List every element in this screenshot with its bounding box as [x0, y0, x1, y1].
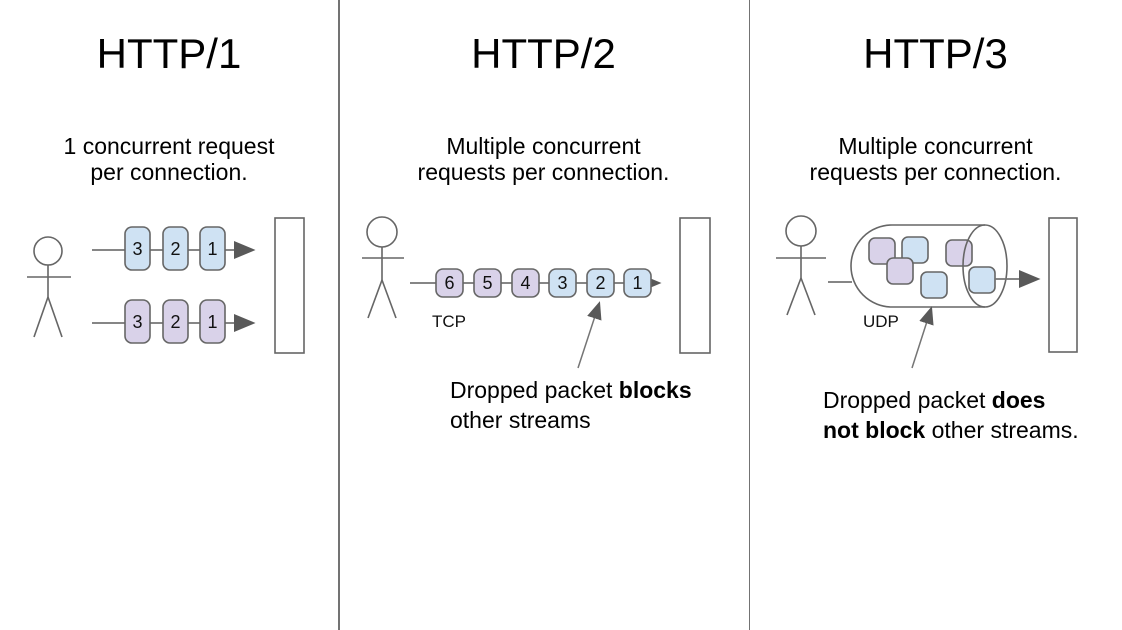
packet-box-purple: [945, 239, 973, 267]
packet-label: 2: [170, 312, 180, 332]
http1-stream2-packets: 3 2 1: [124, 299, 226, 344]
column-divider-2: [748, 0, 750, 630]
http1-diagram: 3 2 1 3 2 1: [27, 217, 305, 354]
http2-server-box: [679, 217, 711, 354]
http3-client-figure: [776, 215, 826, 316]
figure-leg-right: [381, 279, 397, 319]
http1-stream1-packets: 3 2 1: [124, 226, 226, 271]
http3-subtitle-line1: Multiple concurrent: [838, 133, 1033, 159]
http2-column: HTTP/2 Multiple concurrent requests per …: [338, 0, 749, 630]
packet-label: 3: [132, 239, 142, 259]
packet-label: 1: [207, 312, 217, 332]
http1-server-box: [274, 217, 305, 354]
http1-subtitle-line2: per connection.: [90, 159, 248, 185]
packet-box-dropped: [920, 271, 948, 299]
figure-leg-left: [33, 296, 49, 338]
http3-diagram: UDP: [776, 215, 1078, 369]
http2-callout-arrow: [577, 301, 602, 369]
http2-annotation: Dropped packet blocks other streams: [450, 375, 692, 435]
column-divider-1: [338, 0, 340, 630]
figure-leg-left: [786, 277, 802, 316]
figure-head: [33, 236, 63, 266]
packet-box: [435, 268, 464, 298]
packet-box: [162, 299, 189, 344]
packet-box: [623, 268, 652, 298]
http3-annotation-line1: Dropped packet does: [823, 387, 1046, 413]
packet-label: 1: [207, 239, 217, 259]
packet-box-blue: [901, 236, 929, 264]
packet-box: [124, 299, 151, 344]
packet-label: 4: [520, 273, 530, 293]
http2-subtitle: Multiple concurrent requests per connect…: [338, 133, 749, 185]
figure-head: [785, 215, 817, 247]
http3-server-box: [1048, 217, 1078, 353]
http2-packets: 6 5 4 3 2 1: [435, 268, 652, 298]
packet-box: [511, 268, 540, 298]
packet-label: 6: [444, 273, 454, 293]
http2-client-figure: [362, 216, 404, 319]
http3-title: HTTP/3: [863, 30, 1008, 77]
tube-end-ellipse: [962, 224, 1008, 308]
http3-annotation: Dropped packet does not block other stre…: [823, 385, 1079, 445]
packet-box: [162, 226, 189, 271]
packet-box: [199, 299, 226, 344]
http3-subtitle-line2: requests per connection.: [809, 159, 1062, 185]
http1-client-figure: [27, 236, 71, 338]
packet-label: 5: [482, 273, 492, 293]
http2-title: HTTP/2: [471, 30, 616, 77]
http3-protocol-label: UDP: [863, 312, 899, 331]
packet-box-exiting: [968, 266, 996, 294]
packet-label: 2: [170, 239, 180, 259]
packet-box-dropped: [586, 268, 615, 298]
http1-subtitle-line1: 1 concurrent request: [63, 133, 275, 159]
http3-udp-tube: [850, 224, 985, 308]
packet-box: [199, 226, 226, 271]
packet-label: 3: [132, 312, 142, 332]
packet-label: 3: [557, 273, 567, 293]
http2-subtitle-line2: requests per connection.: [417, 159, 670, 185]
http2-diagram: 6 5 4 3 2 1 TCP: [362, 216, 711, 369]
http3-annotation-line2: not block other streams.: [823, 417, 1079, 443]
packet-label: 1: [632, 273, 642, 293]
figure-leg-right: [47, 296, 63, 338]
packet-box-purple: [886, 257, 914, 285]
http2-annotation-line2: other streams: [450, 407, 591, 433]
http2-annotation-line1: Dropped packet blocks: [450, 377, 692, 403]
figure-head: [366, 216, 398, 248]
tube-left-cap: [850, 224, 893, 308]
packet-box-purple: [868, 237, 896, 265]
packet-box: [124, 226, 151, 271]
http3-callout-arrow: [911, 306, 934, 369]
figure-leg-right: [800, 277, 816, 316]
packet-box: [473, 268, 502, 298]
http2-subtitle-line1: Multiple concurrent: [446, 133, 641, 159]
http3-packets: [868, 236, 973, 299]
packet-label: 2: [595, 273, 605, 293]
figure-leg-left: [367, 279, 383, 319]
http1-subtitle: 1 concurrent request per connection.: [0, 133, 338, 185]
http1-column: HTTP/1 1 concurrent request per connecti…: [0, 0, 338, 630]
http3-column: HTTP/3 Multiple concurrent requests per …: [749, 0, 1122, 630]
http3-subtitle: Multiple concurrent requests per connect…: [749, 133, 1122, 185]
http1-title: HTTP/1: [96, 30, 242, 77]
packet-box: [548, 268, 577, 298]
http2-protocol-label: TCP: [432, 312, 466, 331]
